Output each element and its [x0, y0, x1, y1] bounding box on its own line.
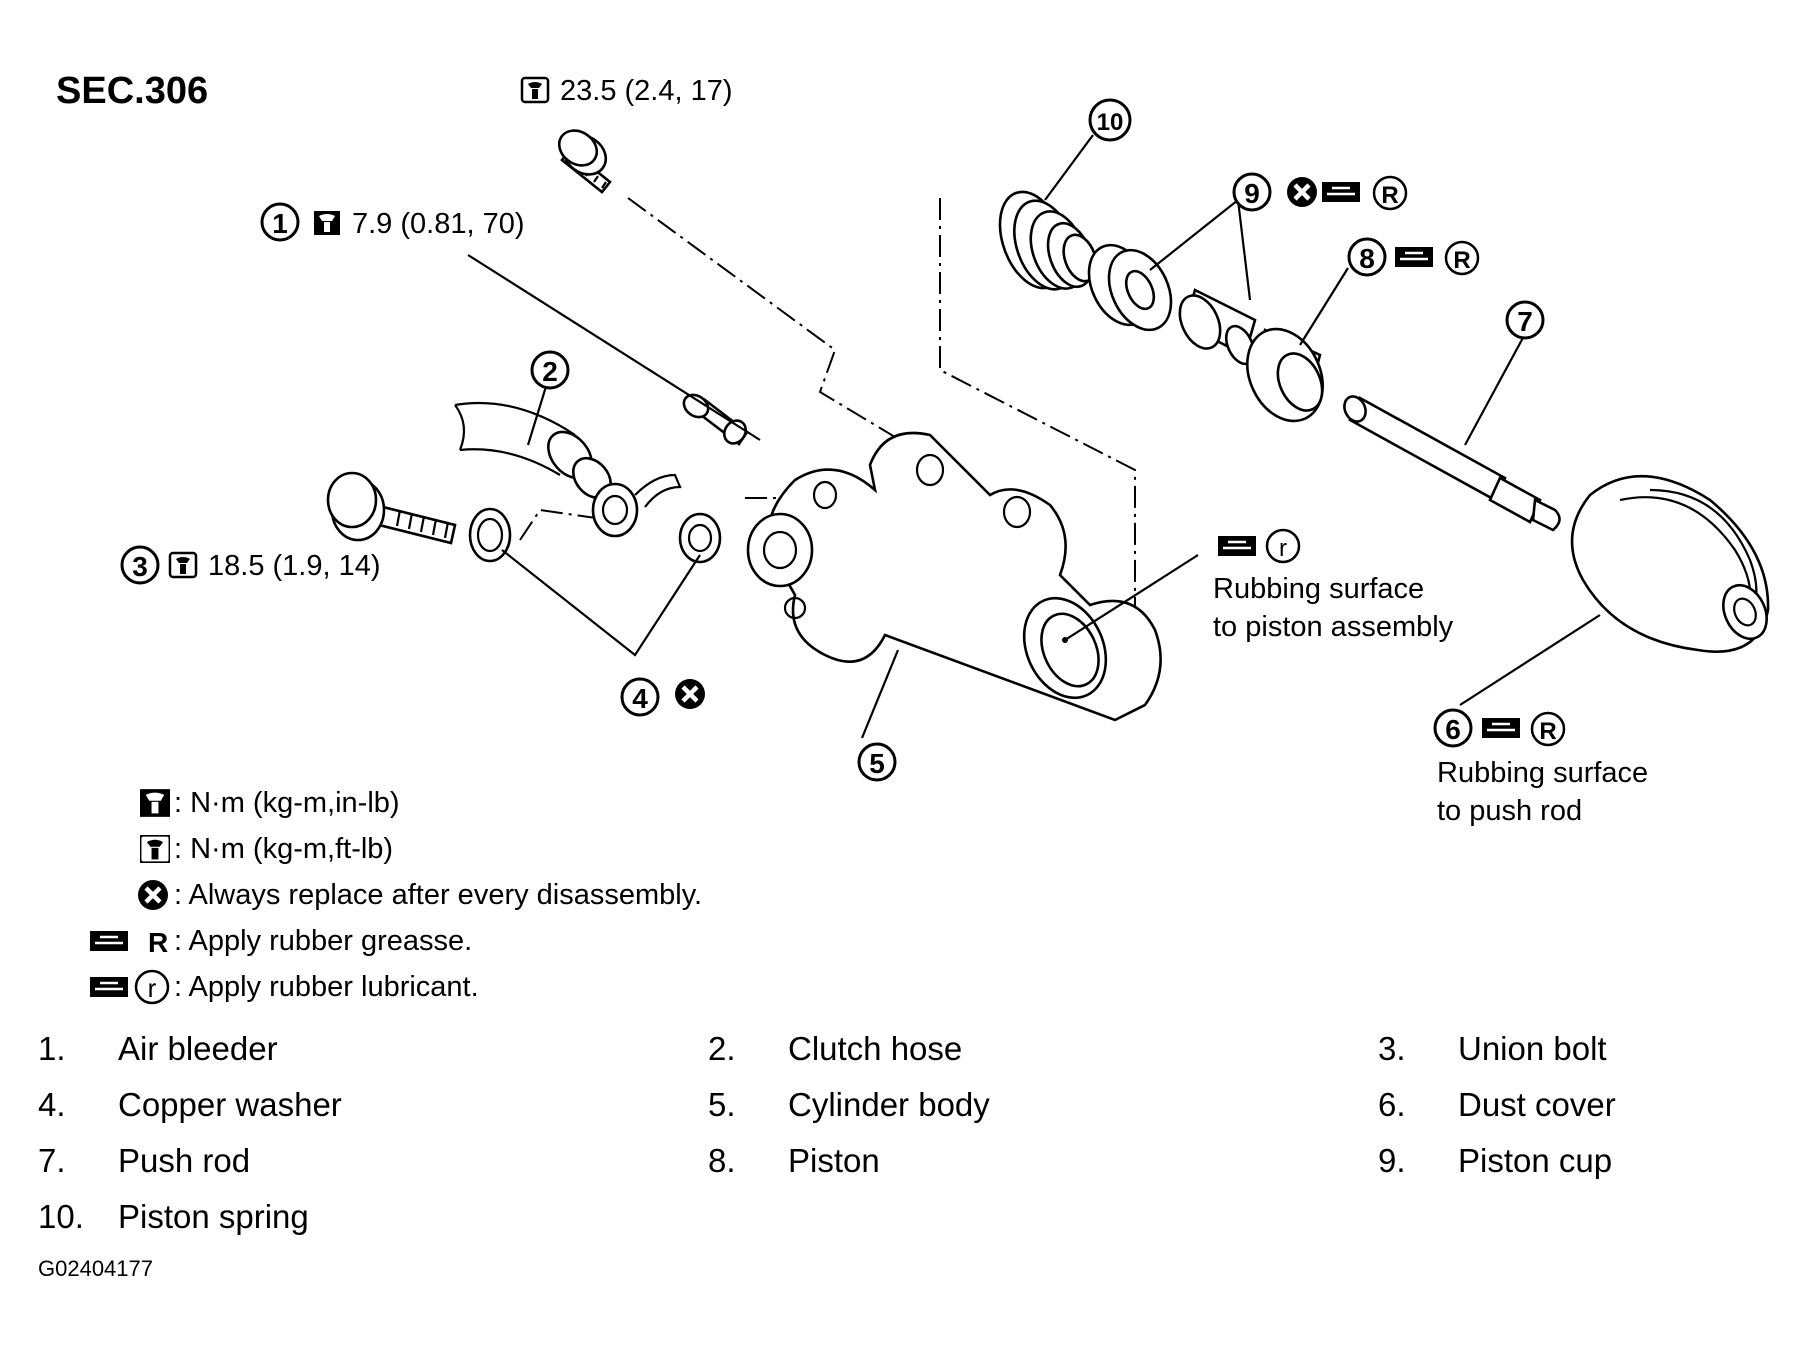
top-bolt-torque: 23.5 (2.4, 17) [520, 75, 733, 107]
section-title: SEC.306 [56, 70, 209, 112]
part1-torque: 7.9 (0.81, 70) [314, 208, 525, 240]
svg-text:2: 2 [542, 356, 558, 387]
svg-text:R: R [1381, 182, 1398, 209]
svg-text:4: 4 [632, 683, 648, 714]
svg-text:18.5 (1.9, 14): 18.5 (1.9, 14) [208, 550, 381, 582]
legend-row-torque-ft-lb: : N·m (kg-m,ft-lb) [60, 826, 702, 872]
svg-text:R: R [1539, 718, 1556, 745]
replace-x-icon [1287, 177, 1317, 207]
callout-7: 7 [1505, 300, 1545, 340]
push-rod [1343, 395, 1561, 532]
air-bleeder [682, 393, 749, 446]
piston [1178, 288, 1324, 423]
part3-torque: 18.5 (1.9, 14) [168, 550, 381, 582]
svg-text:7: 7 [1517, 306, 1533, 337]
callout-9: 9 [1232, 172, 1272, 212]
legend-row-rubber-grease: R : Apply rubber greasse. [60, 918, 702, 964]
torque-wrench-icon [314, 211, 340, 235]
callout-4: 4 [620, 677, 660, 717]
top-bolt [557, 129, 612, 194]
callout-9-symbols: R [1287, 177, 1408, 211]
rubbing-note-pushrod: Rubbing surface to push rod [1437, 757, 1648, 827]
svg-text:Rubbing surface: Rubbing surface [1437, 757, 1648, 789]
dust-cover [1570, 474, 1770, 653]
svg-text:9: 9 [1244, 178, 1260, 209]
svg-text:to push rod: to push rod [1437, 795, 1582, 827]
svg-text:6: 6 [1445, 714, 1461, 745]
svg-text:Rubbing surface: Rubbing surface [1213, 573, 1424, 605]
callout-3: 3 [120, 545, 160, 585]
cylinder-body [746, 431, 1162, 722]
svg-text:23.5 (2.4, 17): 23.5 (2.4, 17) [560, 75, 733, 107]
svg-text:7.9 (0.81, 70): 7.9 (0.81, 70) [352, 208, 525, 240]
svg-text:1: 1 [272, 208, 288, 239]
piston-cup [1087, 243, 1173, 332]
clutch-hose [454, 401, 682, 538]
legend-row-torque-in-lb: : N·m (kg-m,in-lb) [60, 780, 702, 826]
legend-row-replace: : Always replace after every disassembly… [60, 872, 702, 918]
svg-text:r: r [1279, 535, 1287, 562]
piston-spring [998, 190, 1098, 291]
svg-text:to piston assembly: to piston assembly [1213, 611, 1454, 643]
replace-x-icon [675, 679, 705, 709]
grease-icon [1320, 180, 1362, 204]
lubricant-r-icon: r [60, 969, 174, 1005]
grease-icon [1480, 716, 1522, 740]
wrench-icon [168, 551, 198, 579]
callout-8-symbols: R [1393, 240, 1480, 276]
leader-lines [467, 134, 1601, 739]
svg-text:8: 8 [1359, 243, 1375, 274]
copper-washers [468, 507, 722, 564]
callout-5: 5 [857, 742, 897, 782]
symbol-legend: : N·m (kg-m,in-lb) : N·m (kg-m,ft-lb) : … [60, 780, 702, 1010]
grease-icon [1216, 534, 1258, 558]
wrench-icon [520, 76, 550, 104]
callout-8: 8 [1347, 237, 1387, 277]
torque-wrench-icon [60, 789, 174, 817]
callout-1: 1 [260, 202, 300, 242]
callout-4-symbols [675, 679, 705, 709]
svg-text:r: r [148, 973, 157, 1003]
figure-code: G02404177 [38, 1256, 153, 1281]
grease-R-icon: R [60, 926, 174, 956]
svg-text:3: 3 [132, 551, 148, 582]
callout-2: 2 [530, 350, 570, 390]
replace-x-icon [60, 878, 174, 912]
svg-text:10: 10 [1097, 109, 1124, 136]
svg-text:R: R [148, 927, 168, 956]
svg-text:5: 5 [869, 748, 885, 779]
callout-10: 10 [1088, 98, 1132, 142]
grease-icon [1393, 245, 1435, 269]
wrench-icon [60, 835, 174, 863]
rubbing-note-piston: r Rubbing surface to piston assembly [1213, 528, 1454, 643]
callout-6-symbols: R [1480, 711, 1566, 747]
legend-row-rubber-lubricant: r : Apply rubber lubricant. [60, 964, 702, 1010]
union-bolt [326, 471, 457, 545]
callout-6: 6 [1433, 708, 1473, 748]
svg-text:R: R [1453, 247, 1470, 274]
